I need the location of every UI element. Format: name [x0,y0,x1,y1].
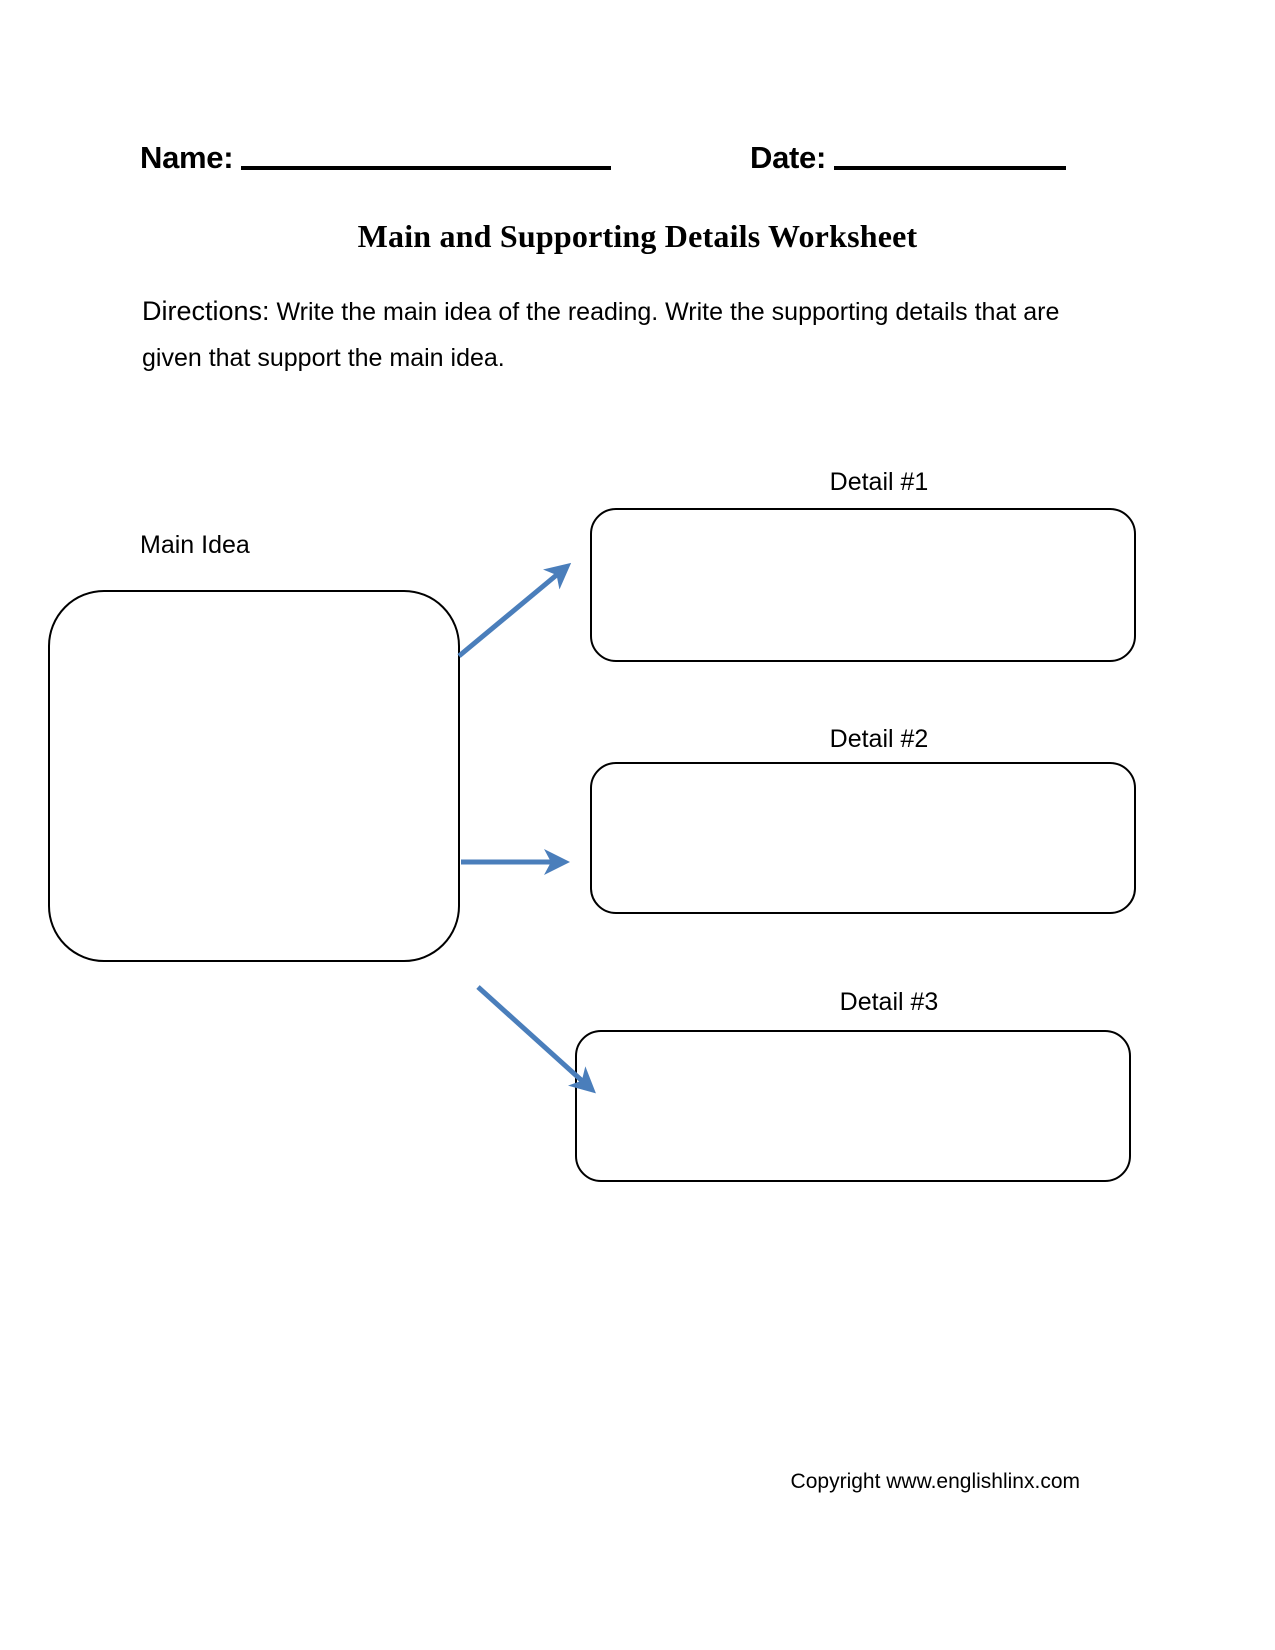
date-field: Date: [750,140,1067,175]
directions-paragraph: Directions: Write the main idea of the r… [142,288,1072,381]
detail-1-box[interactable] [590,508,1136,662]
detail-1-label: Detail #1 [829,468,929,496]
name-field: Name: [140,140,612,175]
date-label: Date: [750,140,827,175]
date-write-line[interactable] [834,166,1067,170]
arrow-to-detail-1 [457,562,572,658]
main-idea-box[interactable] [48,590,460,962]
directions-text: Write the main idea of the reading. Writ… [142,298,1060,372]
detail-3-label: Detail #3 [839,988,939,1016]
arrow-to-detail-3 [476,985,596,1094]
detail-2-box[interactable] [590,762,1136,914]
name-write-line[interactable] [241,166,612,170]
name-date-row: Name: Date: [140,142,1100,190]
directions-lead: Directions: [142,296,270,326]
copyright-notice: Copyright www.englishlinx.com [790,1470,1080,1493]
page-title: Main and Supporting Details Worksheet [357,218,918,254]
main-idea-label: Main Idea [140,531,250,559]
name-label: Name: [140,140,234,175]
detail-2-label: Detail #2 [829,725,929,753]
detail-3-box[interactable] [575,1030,1131,1182]
